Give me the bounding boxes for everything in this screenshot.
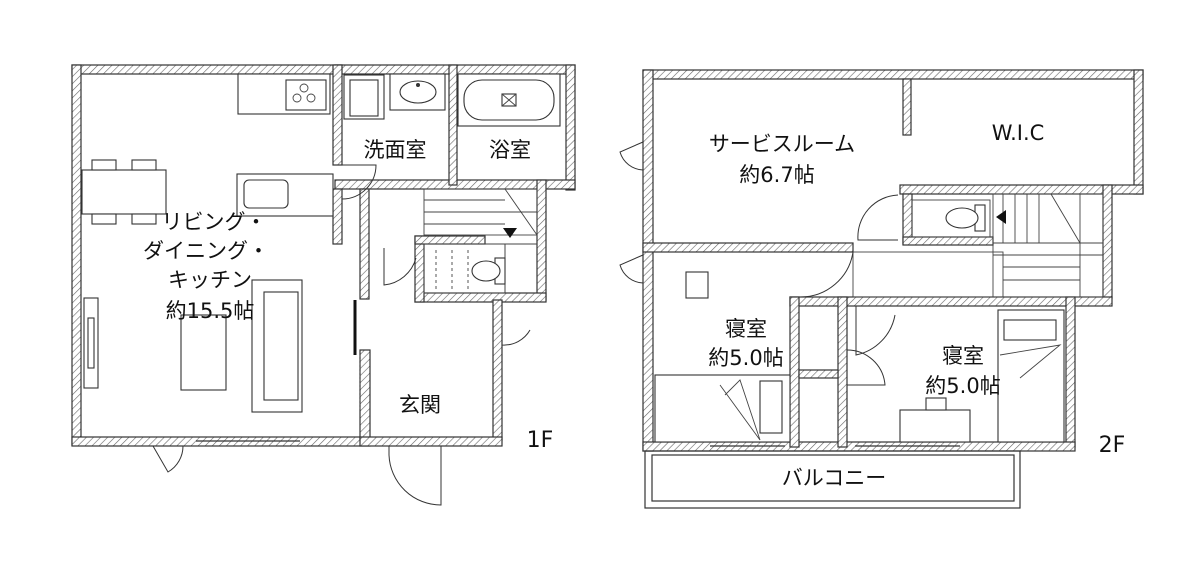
wall-1f-entrance-bottom [359,436,503,447]
wall-2f-toilet-bottom [902,236,994,246]
wall-1f-entrance-left [359,349,371,441]
wall-1f-stair-bottom [414,292,547,303]
wall-1f-hall-mid [359,188,370,300]
room-label-bathroom: 浴室 [489,138,531,162]
bedroom-right-furniture [899,309,1065,443]
stairs-2f [992,193,1104,298]
floor-label-1f: 1F [527,428,554,453]
doors-1f [152,164,531,506]
doors-2f [619,141,960,447]
room-label-service: サービスルーム [709,132,855,156]
wall-2f-closet-split [798,369,839,379]
bedroom-left-furniture [654,271,791,443]
room-label-wic: W.I.C [992,121,1045,145]
wall-2f-mid2 [837,296,848,448]
toilet-1f [423,243,506,294]
wall-2f-service-bottom [642,242,854,253]
wall-2f-right-upper [1133,69,1144,195]
room-label-washroom: 洗面室 [364,138,427,162]
kitchen-counter [236,73,334,217]
toilet-2f [911,199,991,238]
wall-1f-top-left [71,64,343,75]
room-label-bedroom-right: 寝室 [942,344,984,368]
wall-2f-right-lower [1102,184,1113,299]
room-label-ldk-2: ダイニング・ [143,239,269,263]
balcony-inner [651,454,1015,502]
room-label-ldk-1: リビング・ [162,210,267,234]
room-size-bedroom-right: 約5.0帖 [925,374,1000,398]
wall-1f-bath-left [448,64,458,186]
washroom-fixtures [343,73,446,120]
wall-1f-toilet-top [414,235,486,245]
bathtub [457,73,561,127]
room-size-bedroom-left: 約5.0帖 [708,346,783,370]
living-furniture [83,279,357,413]
wall-2f-mid1 [789,296,800,448]
wall-1f-left [71,64,82,446]
room-size-service: 約6.7帖 [739,163,814,187]
corridor-2f [852,251,1004,298]
floor-1-plan: リビング・ ダイニング・ キッチン 約15.5帖 洗面室 浴室 玄関 1F [71,64,576,506]
wall-2f-left [642,69,654,452]
room-label-bedroom-left: 寝室 [725,317,767,341]
wall-2f-right-bed [1065,296,1076,448]
wall-1f-stair-right [536,179,547,301]
stair-arrow-2f [996,210,1006,224]
wall-1f-right-upper [565,64,576,191]
stair-arrow-1f [503,228,517,238]
balcony-outline [644,450,1021,509]
room-label-entrance: 玄関 [399,393,441,417]
dining-set [81,159,167,225]
wall-2f-wic-left [902,78,912,136]
floor-2-plan: サービスルーム 約6.7帖 W.I.C 寝室 約5.0帖 寝室 約5.0帖 バル… [619,69,1144,509]
room-label-ldk-3: キッチン [168,268,252,292]
wall-1f-wash-left [332,64,343,166]
wall-1f-hall-left [332,188,343,245]
wall-2f-top [642,69,1144,80]
wall-1f-entrance-right [492,299,503,441]
wall-1f-toilet-left [414,235,425,303]
room-label-balcony: バルコニー [782,466,887,490]
room-size-ldk: 約15.5帖 [166,299,255,323]
floor-label-2f: 2F [1099,433,1126,458]
